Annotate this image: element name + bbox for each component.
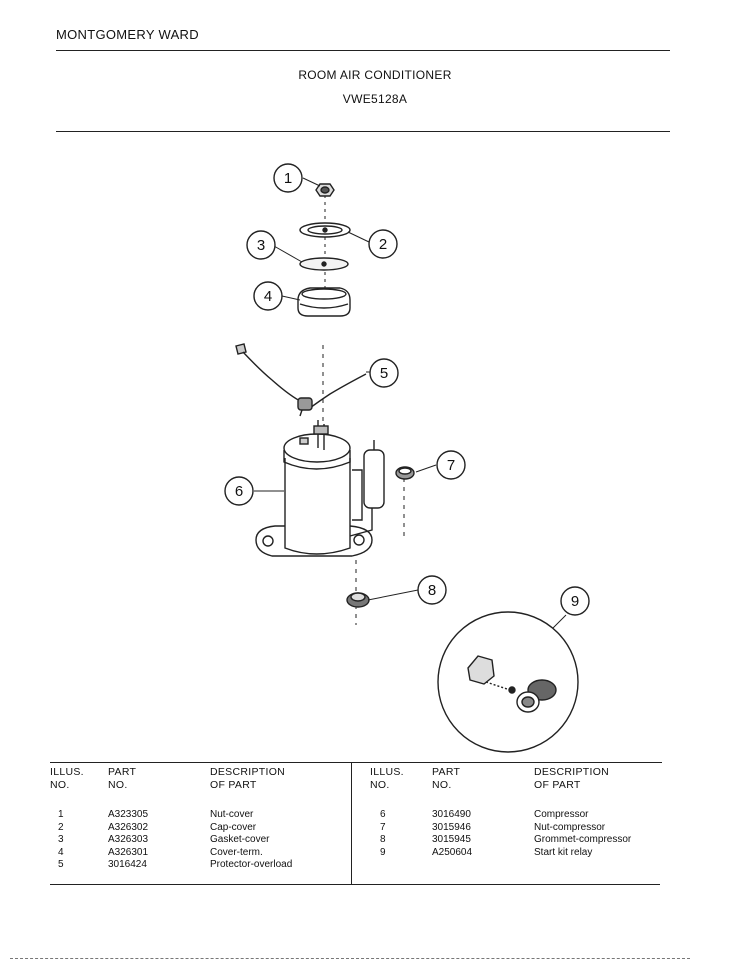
part-description: Cover-term.: [210, 846, 263, 858]
table-row: 9 A250604 Start kit relay: [370, 847, 665, 860]
table-row: 7 3015946 Nut-compressor: [370, 822, 665, 835]
table-rule-top: [50, 762, 662, 764]
illus-no: 5: [58, 859, 64, 870]
overload-protector-part: [235, 343, 367, 417]
header-rule-top: [56, 50, 670, 52]
part-no: A326303: [108, 834, 149, 845]
header-of-part: OF PART: [534, 779, 581, 791]
header-part: PART: [432, 766, 461, 778]
part-description: Nut-compressor: [534, 821, 606, 833]
illus-no: 6: [380, 809, 386, 820]
illus-no: 1: [58, 809, 64, 820]
start-kit-relay-part: [437, 611, 579, 753]
callout-1: 1: [284, 170, 292, 187]
illus-no: 2: [58, 821, 64, 833]
compressor-part: [255, 420, 385, 557]
part-description: Compressor: [534, 809, 589, 820]
table-row: 3 A326303 Gasket-cover: [50, 834, 350, 847]
nut-compressor-part: [395, 466, 415, 480]
page-title: ROOM AIR CONDITIONER: [298, 68, 452, 82]
gasket-cover-part: [299, 257, 349, 271]
callout-6: 6: [235, 483, 243, 500]
illus-no: 9: [380, 846, 386, 858]
part-description: Gasket-cover: [210, 834, 270, 845]
table-row: 1 A323305 Nut-cover: [50, 809, 350, 822]
table-rule-bottom: [50, 884, 660, 886]
part-no: A250604: [432, 846, 473, 858]
part-no: 3015945: [432, 834, 471, 845]
illus-no: 8: [380, 834, 386, 845]
table-row: 8 3015945 Grommet-compressor: [370, 834, 665, 847]
part-description: Start kit relay: [534, 846, 593, 858]
illus-no: 7: [380, 821, 386, 833]
part-no: A323305: [108, 809, 149, 820]
callout-2: 2: [379, 236, 387, 253]
cap-cover-part: [299, 222, 351, 238]
part-no: A326302: [108, 821, 149, 833]
header-description: DESCRIPTION: [210, 766, 286, 778]
exploded-parts-diagram: 1 2 3 4 5 6 7 8 9: [224, 163, 590, 753]
header-of-part: OF PART: [210, 779, 257, 791]
header-illus: ILLUS.: [370, 766, 404, 778]
callout-3: 3: [257, 237, 265, 254]
header-rule-bottom: [56, 131, 670, 133]
part-no: A326301: [108, 846, 149, 858]
header-illus-no: NO.: [370, 779, 390, 791]
header-description: DESCRIPTION: [534, 766, 610, 778]
illus-no: 3: [58, 834, 64, 845]
header-illus: ILLUS.: [50, 766, 84, 778]
table-row: 2 A326302 Cap-cover: [50, 822, 350, 835]
header-illus-no: NO.: [50, 779, 70, 791]
callout-9: 9: [571, 593, 579, 610]
part-no: 3015946: [432, 821, 471, 833]
callout-4: 4: [264, 288, 272, 305]
header-part: PART: [108, 766, 137, 778]
header-part-no: NO.: [432, 779, 452, 791]
table-row: 6 3016490 Compressor: [370, 809, 665, 822]
table-row: 4 A326301 Cover-term.: [50, 847, 350, 860]
part-description: Protector-overload: [210, 859, 293, 870]
part-no: 3016490: [432, 809, 471, 820]
brand-name: MONTGOMERY WARD: [56, 27, 199, 42]
table-column-divider: [351, 762, 352, 884]
callout-7: 7: [447, 457, 455, 474]
part-description: Grommet-compressor: [534, 834, 632, 845]
header-part-no: NO.: [108, 779, 128, 791]
callout-5: 5: [380, 365, 388, 382]
nut-cover-part: [315, 183, 335, 197]
model-number: VWE5128A: [342, 92, 408, 106]
footer-dashed-line: [10, 958, 690, 959]
part-description: Nut-cover: [210, 809, 254, 820]
part-description: Cap-cover: [210, 821, 257, 833]
illus-no: 4: [58, 846, 64, 858]
grommet-compressor-part: [346, 592, 370, 608]
table-row: 5 3016424 Protector-overload: [50, 859, 350, 872]
part-no: 3016424: [108, 859, 147, 870]
callout-8: 8: [428, 582, 436, 599]
terminal-cover-part: [297, 287, 351, 317]
